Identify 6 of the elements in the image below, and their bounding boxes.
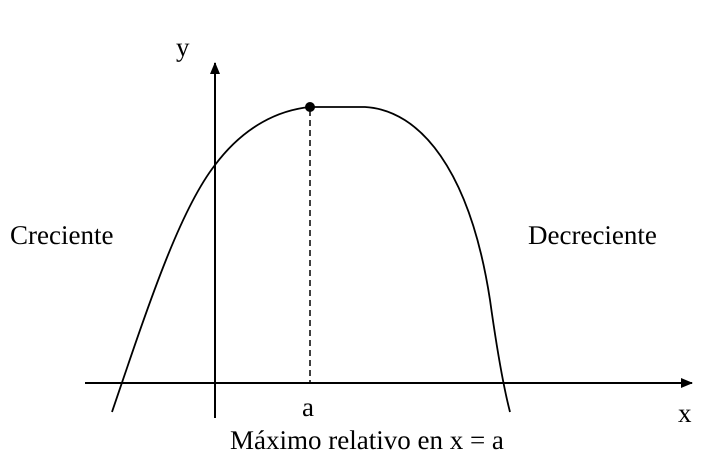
- axis-label: x: [678, 398, 692, 428]
- axis-tick-label: a: [302, 392, 314, 422]
- region-label: Creciente: [10, 220, 114, 250]
- axis-label: y: [176, 32, 190, 62]
- region-label: Decreciente: [528, 220, 657, 250]
- caption: Máximo relativo en x = a: [230, 425, 504, 455]
